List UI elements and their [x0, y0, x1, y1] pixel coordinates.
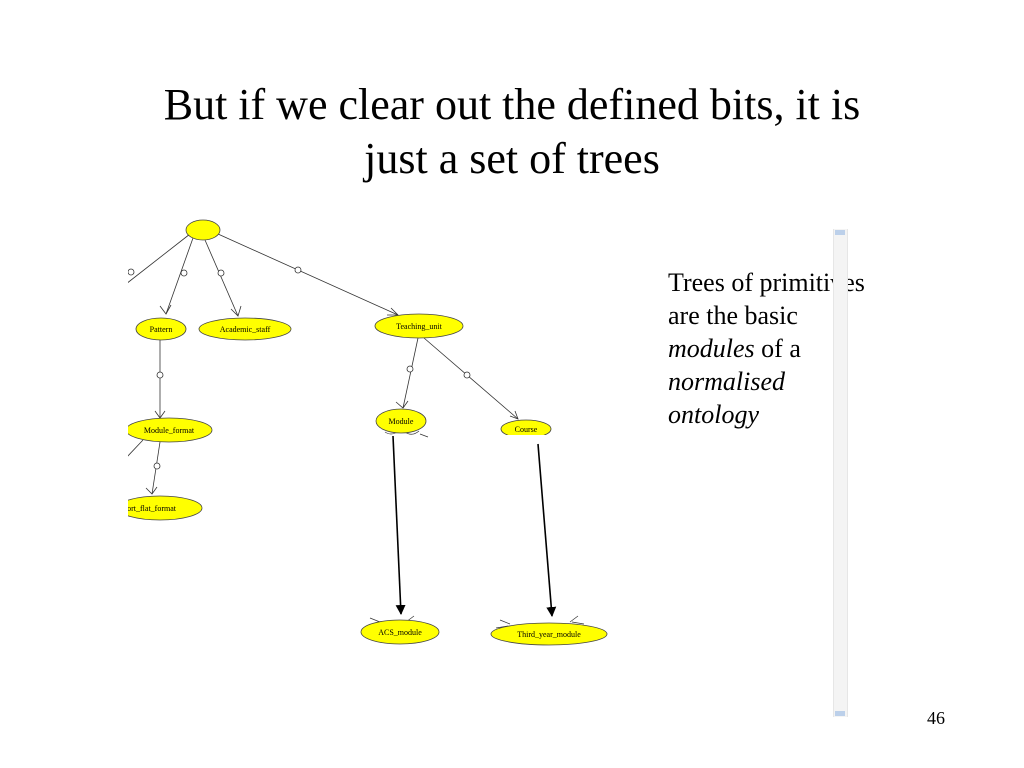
slide-number: 46	[927, 708, 945, 728]
edge-arrowheads	[145, 304, 519, 495]
node-label-module-format: Module_format	[144, 426, 195, 435]
slide-title-line-2: just a set of trees	[364, 134, 660, 183]
node-module-format	[128, 417, 213, 443]
scroll-up-button[interactable]	[835, 230, 845, 235]
edge-teaching-unit-course	[423, 337, 519, 420]
slide-title-line-1: But if we clear out the defined bits, it…	[163, 80, 861, 129]
node-labels: Pattern Academic_staff Teaching_unit Mod…	[120, 322, 581, 639]
node-label-teaching-unit: Teaching_unit	[396, 322, 442, 331]
node-teaching-unit	[374, 313, 464, 339]
edge-connector-circles	[128, 266, 471, 470]
course-node-mask	[498, 435, 554, 444]
scroll-down-button[interactable]	[835, 711, 845, 716]
node-short-flat-format	[128, 495, 203, 521]
body-line-1: Trees of primitives	[668, 268, 865, 297]
node-label-pattern: Pattern	[150, 325, 173, 334]
arrow-course-to-third-year-module	[537, 443, 557, 617]
slide-title: But if we clear out the defined bits, it…	[62, 78, 962, 186]
body-line-3: modules of a	[668, 332, 933, 365]
body-line-4: normalised	[668, 365, 933, 398]
edge-root-academic-staff	[204, 239, 239, 317]
arrow-module-to-acs-module	[392, 435, 406, 615]
diagram-canvas: Pattern Academic_staff Teaching_unit Mod…	[120, 219, 608, 646]
edge-module-format-offscreen	[128, 439, 144, 457]
node-acs-module	[360, 619, 440, 645]
body-text: Trees of primitives are the basic module…	[668, 266, 933, 431]
node-label-acs-module: ACS_module	[378, 628, 422, 637]
body-line-2: are the basic	[668, 301, 798, 330]
node-label-course: Course	[515, 425, 538, 434]
body-italic-ontology: ontology	[668, 400, 759, 429]
node-label-short-flat-format: short_flat_format	[120, 504, 177, 513]
node-third-year-module	[490, 622, 608, 646]
edge-teaching-unit-module	[402, 337, 419, 409]
node-root	[185, 219, 221, 241]
node-label-module: Module	[389, 417, 414, 426]
node-pattern	[135, 317, 187, 341]
body-line-3-rest: of a	[754, 334, 801, 363]
body-italic-normalised: normalised	[668, 367, 785, 396]
node-academic-staff	[198, 317, 292, 341]
node-label-academic-staff: Academic_staff	[220, 325, 271, 334]
diagram-edges	[128, 233, 519, 495]
node-label-third-year-module: Third_year_module	[517, 630, 581, 639]
edge-root-offscreen	[128, 233, 191, 283]
body-italic-modules: modules	[668, 334, 755, 363]
body-line-5: ontology	[668, 398, 933, 431]
diagram-nodes	[128, 219, 608, 646]
node-module	[375, 408, 427, 434]
edge-root-teaching-unit	[217, 233, 399, 316]
edge-root-pattern	[165, 237, 194, 315]
vertical-scrollbar[interactable]	[833, 229, 848, 717]
